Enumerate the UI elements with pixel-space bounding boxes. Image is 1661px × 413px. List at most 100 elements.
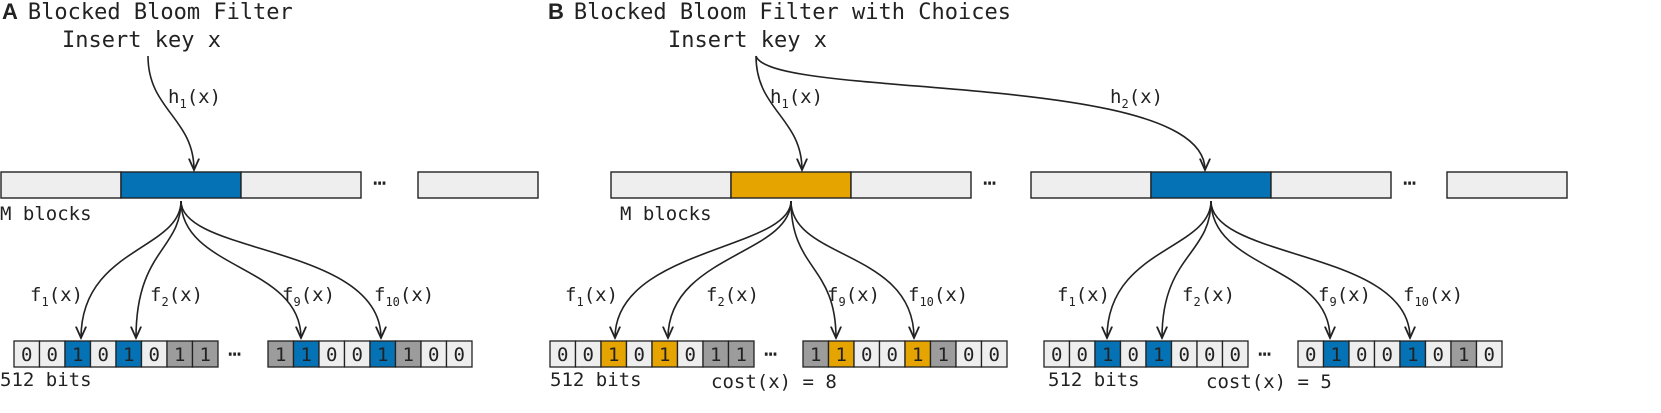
panel-a-bit-array-right-bit-0: 1 [275, 344, 286, 366]
panel-a-bit-array-right-bit-2: 0 [326, 344, 337, 366]
panel-b-choice2-f9-arrow [1210, 200, 1330, 338]
panel-b-choice2-f10-label: f10(x) [1403, 284, 1463, 309]
panel-b-choice1-bit-array-right-cell-5 [929, 340, 957, 368]
panel-a-bit-array-left-bit-7: 1 [200, 344, 211, 366]
panel-a-bit-array-right-cell-6 [420, 340, 448, 368]
panel-b-choice2-bit-array-ellipsis: ⋯ [1258, 342, 1271, 367]
panel-a-bit-array-right-bit-6: 0 [428, 344, 439, 366]
panel-a-bit-array-left-bit-4: 1 [123, 344, 134, 366]
panel-b-choice1-bit-array-right-bit-1: 1 [836, 344, 847, 366]
panel-a-bit-array-left-cell-1 [38, 340, 66, 368]
panel-b-choice2-bit-array-left-bit-4: 1 [1153, 344, 1164, 366]
panel-a-bits-label: 512 bits [0, 369, 92, 391]
panel-b-h2-arrow [755, 55, 1205, 170]
panel-b-choice2-f1-arrow [1107, 200, 1212, 338]
panel-b-block-0 [610, 171, 732, 199]
panel-b-choice1-bit-array-right-bit-5: 1 [938, 344, 949, 366]
panel-b-block-2 [850, 171, 972, 199]
panel-b-choice1-bit-array-left-bit-5: 0 [685, 344, 696, 366]
panel-b-choice2-bit-array-right-bit-5: 0 [1433, 344, 1444, 366]
panel-a-bit-array-left-bit-0: 0 [21, 344, 32, 366]
panel-b-choice1-bit-array-left-cell-5 [676, 340, 704, 368]
panel-b-choice1-bit-array-left-cell-1 [574, 340, 602, 368]
panel-b-choice2-bit-array-left-bit-7: 0 [1230, 344, 1241, 366]
panel-b-choice2-bit-array-left-cell-5 [1170, 340, 1198, 368]
panel-a-insert-label: Insert key x [62, 28, 221, 53]
panel-b-choice2-bit-array-right-cell-6 [1450, 340, 1478, 368]
panel-b-choice2-bit-array-right-bit-2: 0 [1356, 344, 1367, 366]
panel-b-choice2-bit-array-left-bit-6: 0 [1204, 344, 1215, 366]
panel-a-block-array: ⋯ [0, 171, 539, 199]
panel-b-choice1-f10-label: f10(x) [908, 284, 968, 309]
panel-b-choice2-bits-label: 512 bits [1048, 369, 1140, 391]
panel-b-letter: B [548, 0, 564, 24]
panel-b-choice1-bit-array-left-cell-7 [727, 340, 755, 368]
panel-a-bit-array-left-cell-2 [64, 340, 92, 368]
panel-b-choice1-bit-array-right-cell-1 [827, 340, 855, 368]
panel-b-choice1-bit-array-left-bit-4: 1 [659, 344, 670, 366]
panel-b-blocks-label: M blocks [620, 203, 712, 225]
panel-b-choice2-bit-array-left-bit-3: 0 [1128, 344, 1139, 366]
panel-b-h1-arrow [755, 55, 802, 170]
panel-a-f2-label: f2(x) [150, 284, 203, 309]
panel-a-f10-label: f10(x) [374, 284, 434, 309]
panel-b-choice2-bit-array-left-bit-2: 1 [1102, 344, 1113, 366]
panel-a-block-2 [240, 171, 362, 199]
panel-a-block-ellipsis: ⋯ [373, 171, 386, 196]
panel-a-bit-array-left-bit-2: 1 [72, 344, 83, 366]
panel-b-block-choice-2 [1150, 171, 1272, 199]
panel-b-choice1-f2-arrow [668, 200, 792, 338]
panel-b-choice2-bit-array-right-bit-1: 1 [1331, 344, 1342, 366]
panel-b-choice2-bit-array-right-bit-3: 0 [1382, 344, 1393, 366]
panel-b-block-choice-1 [730, 171, 852, 199]
panel-b-choice2-bit-array-left-cell-7 [1221, 340, 1249, 368]
panel-a-bit-array-right-cell-2 [318, 340, 346, 368]
panel-a-bit-array-right-bit-7: 0 [454, 344, 465, 366]
panel-b-choice2-bit-array-left-cell-2 [1094, 340, 1122, 368]
panel-a-block-last [417, 171, 539, 199]
panel-b-choice1-f1-arrow [615, 200, 792, 338]
panel-b-block-3 [1030, 171, 1152, 199]
panel-b-choice2-f9-label: f9(x) [1318, 284, 1371, 309]
panel-a-f1-arrow [81, 200, 182, 338]
panel-a-blocks-label: M blocks [0, 203, 92, 225]
panel-b-block-array: ⋯ ⋯ [610, 171, 1568, 199]
panel-a-bit-array-right-cell-7 [445, 340, 473, 368]
panel-b-choice2-bit-array-right-bit-6: 1 [1458, 344, 1469, 366]
panel-b-choice2-bit-array-right-cell-4 [1399, 340, 1427, 368]
panel-b-choice2-bit-array-right-bit-4: 1 [1407, 344, 1418, 366]
panel-a-f9-label: f9(x) [282, 284, 335, 309]
panel-a-bit-array-ellipsis: ⋯ [228, 342, 241, 367]
panel-b-choice1-bits-label: 512 bits [550, 369, 642, 391]
panel-b-choice1-bit-array-right-bit-0: 1 [810, 344, 821, 366]
panel-a-bit-array-left-bit-5: 0 [149, 344, 160, 366]
panel-a-block-0 [0, 171, 122, 199]
panel-a-bit-array-left-bit-6: 1 [174, 344, 185, 366]
panel-b-choice2-bit-array-right-cell-7 [1475, 340, 1503, 368]
panel-b-h1-label: h1(x) [770, 86, 823, 111]
panel-b-choice1-bit-array-right-cell-4 [904, 340, 932, 368]
panel-a-bit-array-right-bit-4: 1 [377, 344, 388, 366]
panel-b-choice2-bit-array-right-bit-0: 0 [1305, 344, 1316, 366]
panel-a-bit-array-right-bit-1: 1 [301, 344, 312, 366]
panel-b-choice2-bit-array-left-cell-0 [1043, 340, 1071, 368]
panel-b-choice2-bit-array-right-bit-7: 0 [1484, 344, 1495, 366]
panel-b-choice1-bit-array-left-cell-6 [702, 340, 730, 368]
panel-b-choice1-f10-arrow [790, 200, 914, 338]
panel-b-block-ellipsis-2: ⋯ [1403, 171, 1416, 196]
panel-b-choice1-bit-array-left-cell-4 [651, 340, 679, 368]
panel-b-choice1-bit-array-right-bit-6: 0 [963, 344, 974, 366]
panel-b-h2-label: h2(x) [1110, 86, 1163, 111]
panel-b-choice1-bit-array-left-bit-0: 0 [557, 344, 568, 366]
panel-a-bit-array-right-bit-3: 0 [352, 344, 363, 366]
panel-b-choice1-bit-array-right-bit-2: 0 [861, 344, 872, 366]
panel-b-choice1-bit-array-ellipsis: ⋯ [764, 342, 777, 367]
